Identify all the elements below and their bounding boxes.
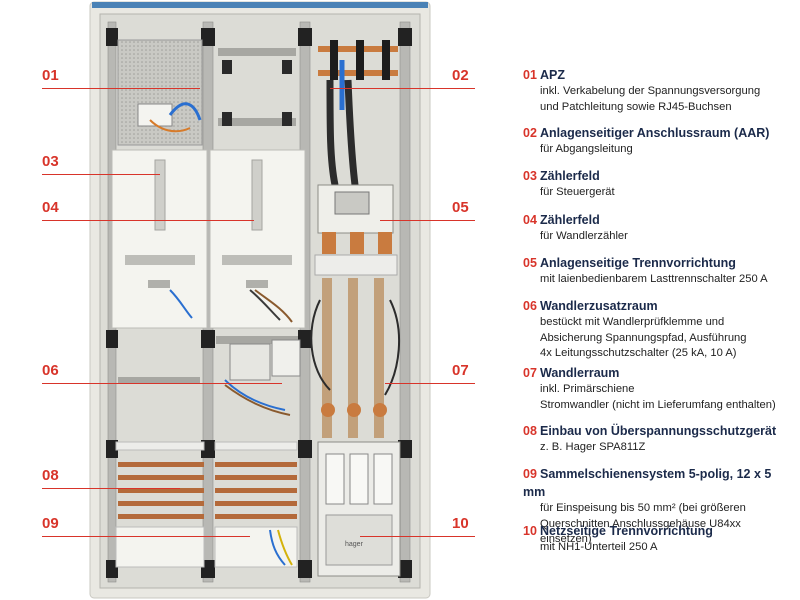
- callout-line-05: [380, 220, 475, 221]
- legend-desc: und Patchleitung sowie RJ45-Buchsen: [540, 100, 732, 113]
- legend-num: 08: [523, 424, 537, 438]
- callout-01: 01: [42, 67, 59, 84]
- legend-num: 09: [523, 467, 537, 481]
- legend-desc: bestückt mit Wandlerprüfklemme und: [540, 316, 725, 328]
- legend-title: Einbau von Überspannungsschutzgerät: [540, 424, 777, 438]
- callout-line-02: [330, 88, 475, 89]
- legend-desc: Querschnitten Anschlussgehäuse U84xx ein…: [540, 517, 741, 546]
- legend-num: 07: [523, 366, 537, 380]
- callout-04: 04: [42, 199, 59, 216]
- legend-title: Zählerfeld: [540, 169, 600, 183]
- callout-line-09: [42, 536, 250, 537]
- legend-num: 06: [523, 299, 537, 313]
- legend-desc: inkl. Verkabelung der Spannungsversorgun…: [540, 85, 761, 97]
- callout-09: 09: [42, 515, 59, 532]
- legend-desc: für Wandlerzähler: [540, 230, 628, 242]
- callout-line-01: [42, 88, 200, 89]
- legend-title: APZ: [540, 68, 565, 82]
- legend-desc: 4x Leitungsschutzschalter (25 kA, 10 A): [540, 347, 737, 359]
- legend-desc: für Steuergerät: [540, 186, 615, 198]
- callout-03: 03: [42, 153, 59, 170]
- callout-02: 02: [452, 67, 469, 84]
- callout-line-03: [42, 174, 160, 175]
- legend-num: 10: [523, 524, 537, 538]
- legend-desc: inkl. Primärschiene: [540, 383, 635, 395]
- legend-title: Wandlerraum: [540, 366, 620, 380]
- legend-title: Netzseitige Trennvorrichtung: [540, 524, 713, 538]
- legend-num: 01: [523, 68, 537, 82]
- callout-08: 08: [42, 467, 59, 484]
- legend-desc: mit NH1-Unterteil 250 A: [540, 541, 658, 553]
- brand-label: hager: [345, 541, 364, 548]
- legend-title: Anlagenseitige Trennvorrichtung: [540, 256, 736, 270]
- callout-line-10: [360, 536, 475, 537]
- legend-num: 02: [523, 126, 537, 140]
- callout-06: 06: [42, 362, 59, 379]
- legend-desc: mit laienbedienbarem Lasttrennschalter 2…: [540, 273, 768, 285]
- callout-line-06: [42, 383, 282, 384]
- legend-title: Zählerfeld: [540, 213, 600, 227]
- callout-10: 10: [452, 515, 469, 532]
- legend-num: 04: [523, 213, 537, 227]
- legend-desc: Absicherung Spannungspfad, Ausführung: [540, 331, 747, 344]
- legend-num: 05: [523, 256, 537, 270]
- legend-desc: für Abgangsleitung: [540, 143, 633, 155]
- legend-desc: z. B. Hager SPA811Z: [540, 441, 646, 453]
- callout-line-04: [42, 220, 254, 221]
- callout-line-08: [42, 488, 180, 489]
- callout-line-07: [385, 383, 475, 384]
- legend-title: Sammelschienensystem 5-polig, 12 x 5 mm: [523, 467, 772, 499]
- legend-desc: für Einspeisung bis 50 mm² (bei größeren: [540, 502, 746, 514]
- meter-cabinet-photo: hager: [89, 1, 431, 599]
- legend-num: 03: [523, 169, 537, 183]
- legend-desc: Stromwandler (nicht im Lieferumfang enth…: [540, 398, 776, 411]
- callout-05: 05: [452, 199, 469, 216]
- legend-title: Wandlerzusatzraum: [540, 299, 658, 313]
- callout-07: 07: [452, 362, 469, 379]
- legend-title: Anlagenseitiger Anschlussraum (AAR): [540, 126, 770, 140]
